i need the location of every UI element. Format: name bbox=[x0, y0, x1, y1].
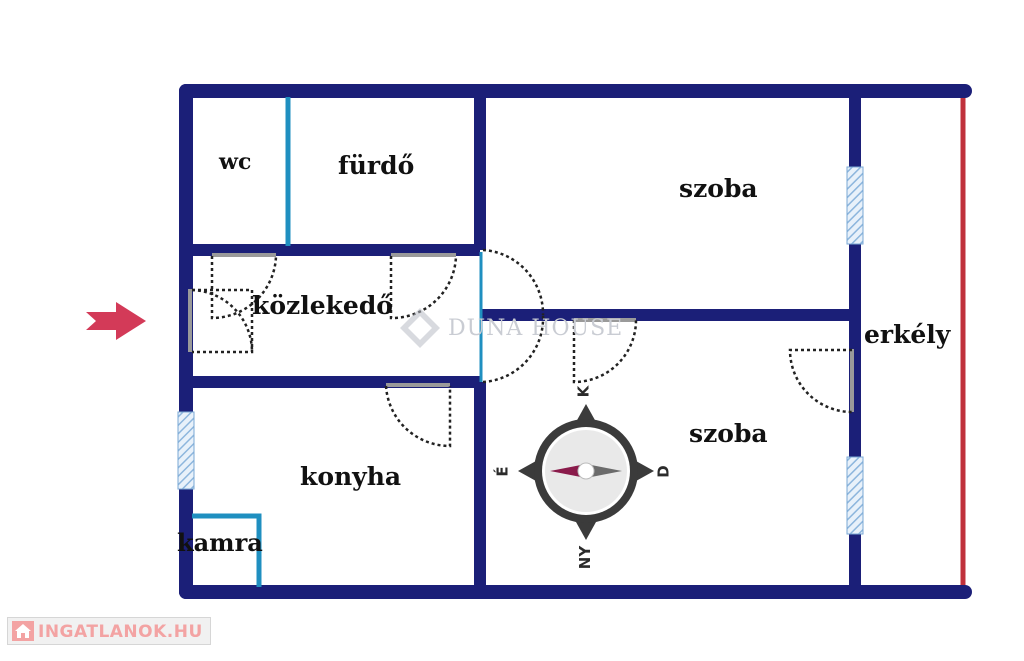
door-jambs bbox=[188, 253, 854, 412]
room-label-wc: wc bbox=[219, 149, 252, 175]
inner-partitions bbox=[192, 97, 483, 587]
compass-north-label: K bbox=[574, 385, 593, 398]
room-label-erkely: erkély bbox=[864, 320, 951, 349]
room-label-konyha: konyha bbox=[300, 462, 402, 491]
compass-east-label: D bbox=[654, 465, 673, 478]
site-badge[interactable]: INGATLANOK.HU bbox=[7, 617, 211, 645]
room-label-furdo: fürdő bbox=[338, 151, 415, 180]
compass-west-label: É bbox=[493, 466, 512, 477]
compass-icon bbox=[518, 404, 654, 540]
windows bbox=[177, 166, 864, 535]
site-badge-label: INGATLANOK.HU bbox=[38, 622, 203, 642]
door-swings bbox=[191, 248, 853, 448]
outer-walls bbox=[179, 84, 972, 599]
room-label-szoba-top: szoba bbox=[679, 174, 758, 203]
compass-south-label: NY bbox=[576, 545, 595, 570]
watermark-text: DUNA HOUSE bbox=[448, 316, 624, 341]
room-label-szoba-bottom: szoba bbox=[689, 419, 768, 448]
entrance-arrow-icon bbox=[86, 302, 146, 340]
room-label-kamra: kamra bbox=[177, 528, 263, 557]
watermark-logo-icon bbox=[400, 308, 440, 348]
house-icon bbox=[12, 621, 34, 641]
room-label-kozlekedo: közlekedő bbox=[252, 291, 393, 320]
